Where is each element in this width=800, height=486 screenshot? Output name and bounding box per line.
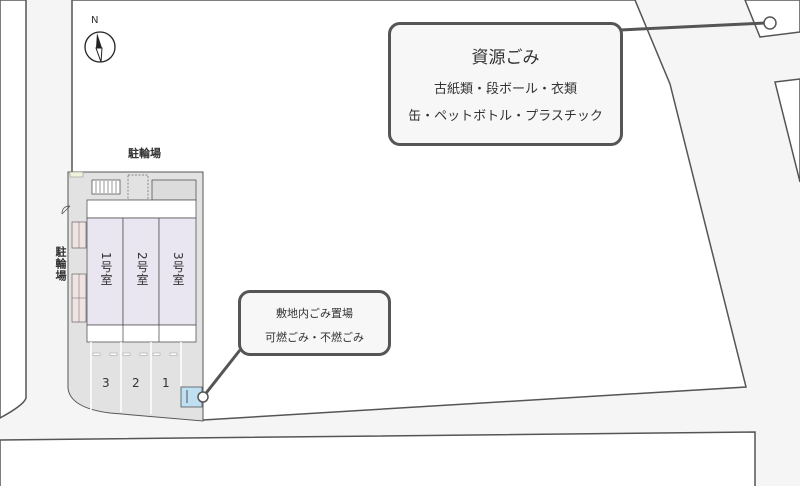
unit-1-label: 1号室 [99, 252, 113, 287]
bike-parking-label-vertical: 駐輪場 [54, 246, 67, 282]
unit-2 [122, 217, 160, 326]
building-corridor [86, 199, 197, 219]
door-icon [61, 205, 71, 215]
unit-2-label: 2号室 [135, 252, 149, 287]
onsite-waste-callout: 敷地内ごみ置場 可燃ごみ・不燃ごみ [238, 290, 391, 356]
unit-3 [158, 217, 197, 326]
onsite-waste-line1: 可燃ごみ・不燃ごみ [265, 331, 364, 344]
resource-waste-marker[interactable] [763, 16, 777, 30]
parking-space-2: 2 [132, 376, 140, 390]
stairs [91, 179, 121, 195]
onsite-waste-marker[interactable] [197, 391, 209, 403]
parking-space-3: 3 [102, 376, 110, 390]
resource-waste-line1: 古紙類・段ボール・衣類 [433, 82, 577, 97]
block-right [774, 78, 800, 183]
block-bottom [0, 431, 756, 486]
resource-waste-callout: 資源ごみ 古紙類・段ボール・衣類 缶・ペットボトル・プラスチック [388, 22, 623, 146]
entrance-strip [69, 171, 84, 178]
onsite-waste-title: 敷地内ごみ置場 [276, 307, 353, 320]
storage [151, 179, 197, 201]
unit-3-label: 3号室 [171, 252, 185, 287]
north-label: N [91, 15, 99, 26]
block-left [0, 0, 27, 419]
parking-space-1: 1 [162, 376, 170, 390]
resource-waste-title: 資源ごみ [471, 48, 540, 68]
compass-icon [84, 31, 116, 63]
bike-parking-label: 駐輪場 [128, 147, 161, 160]
balcony [86, 324, 197, 343]
resource-waste-line2: 缶・ペットボトル・プラスチック [408, 109, 603, 124]
bike-rack-top [127, 174, 149, 201]
